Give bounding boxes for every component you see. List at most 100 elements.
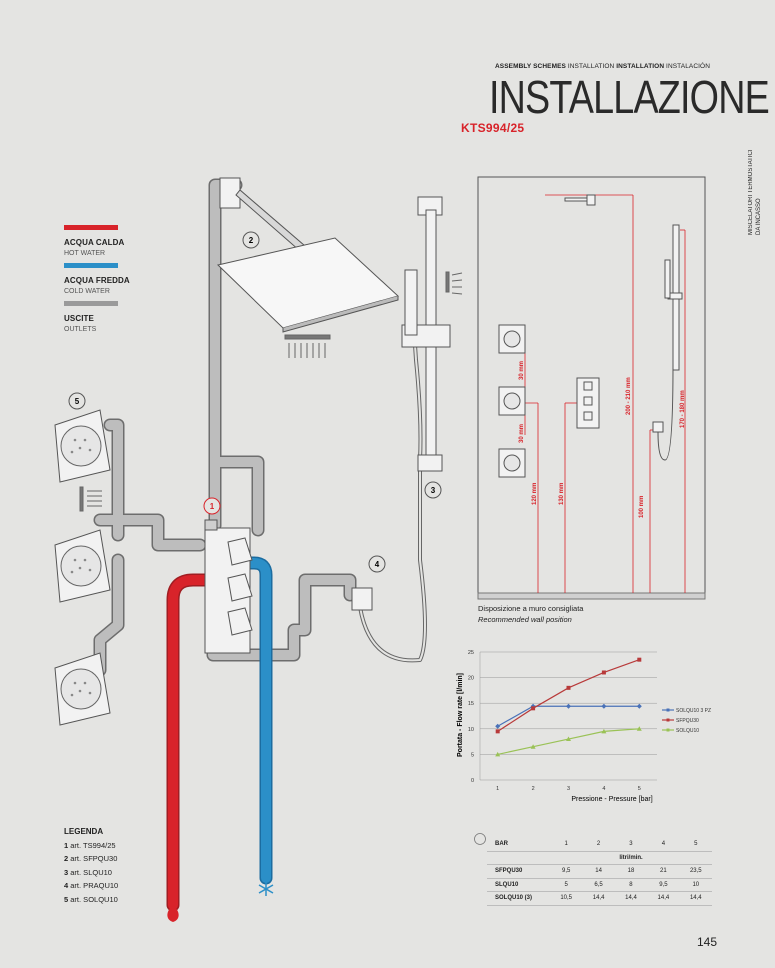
wall-elements xyxy=(498,194,683,478)
legenda-text: art. PRAQU10 xyxy=(70,881,119,890)
dim-30mm-bottom: 30 mm xyxy=(519,424,525,443)
floor xyxy=(477,592,706,600)
tag-2: INSTALLATION xyxy=(565,63,617,70)
legend-cold-subtitle: COLD WATER xyxy=(64,288,110,295)
legenda-item: 1 art. TS994/25 xyxy=(64,839,118,853)
table-header-cell: 1 xyxy=(550,838,583,852)
table-cell: 14,4 xyxy=(614,891,648,906)
legend-cold: ACQUA FREDDA COLD WATER xyxy=(64,263,130,295)
hot-water-swatch xyxy=(64,225,118,230)
legenda-num: 3 xyxy=(64,867,69,877)
thermostatic-mixer xyxy=(204,519,253,654)
hand-shower-icon xyxy=(445,271,463,295)
data-point xyxy=(495,729,500,734)
legend-label: SOLQU10 3 PZ xyxy=(676,708,711,714)
side-label-line1: MISCELATORI TERMOSTATICI xyxy=(748,149,754,235)
side-label-line2: DA INCASSO xyxy=(756,198,762,235)
table-cell: 14,4 xyxy=(679,891,712,906)
legend-hot: ACQUA CALDA HOT WATER xyxy=(64,225,130,257)
x-tick-label: 1 xyxy=(496,786,499,792)
shower-head xyxy=(216,237,399,329)
table-row: SLQU10 5 6,5 8 9,5 10 xyxy=(487,878,712,892)
dim-130mm: 130 mm xyxy=(559,483,565,505)
chart-x-label: Pressione - Pressure [bar] xyxy=(571,796,652,803)
callout-2: 2 xyxy=(249,236,254,245)
x-tick-label: 5 xyxy=(638,786,641,792)
tag-3: INSTALLATION xyxy=(616,63,665,70)
wall-position-diagram: 30 mm 30 mm 120 mm 130 mm 200 - 210 mm 1… xyxy=(477,176,706,600)
data-point xyxy=(601,728,607,734)
data-point xyxy=(495,751,501,757)
side-category-label: MISCELATORI TERMOSTATICI DA INCASSO xyxy=(747,95,769,235)
callout-1: 1 xyxy=(210,502,215,511)
legend-outlets-subtitle: OUTLETS xyxy=(64,326,97,333)
rain-icon xyxy=(284,334,331,358)
callout-5: 5 xyxy=(75,397,80,406)
table-cell: 6,5 xyxy=(582,878,615,892)
legend-label: SOLQU10 xyxy=(676,728,699,734)
header-tags: ASSEMBLY SCHEMES INSTALLATION INSTALLATI… xyxy=(495,63,710,70)
y-tick-label: 10 xyxy=(468,727,474,733)
data-point xyxy=(601,703,607,709)
wall-position-note-en: Recommended wall position xyxy=(478,615,572,624)
tag-4: INSTALACIÓN xyxy=(664,63,711,70)
legenda-num: 5 xyxy=(64,894,69,904)
dim-120mm: 120 mm xyxy=(532,483,538,505)
pipe-legend: ACQUA CALDA HOT WATER ACQUA FREDDA COLD … xyxy=(64,225,130,333)
shower-hose-inner xyxy=(359,299,426,662)
callout-4: 4 xyxy=(375,560,380,569)
table-row-label: SOLQU10 (3) xyxy=(487,891,550,906)
table-cell: 5 xyxy=(550,878,583,892)
legenda-num: 4 xyxy=(64,881,69,890)
x-tick-label: 2 xyxy=(532,786,535,792)
dim-170-180mm: 170 - 180 mm xyxy=(680,390,686,428)
data-point xyxy=(636,703,642,709)
legenda-item: 3 art. SLQU10 xyxy=(64,866,118,880)
series-line xyxy=(497,659,640,732)
legenda-text: art. SLQU10 xyxy=(70,867,112,877)
y-tick-label: 25 xyxy=(468,650,474,656)
table-row-label: SLQU10 xyxy=(487,878,550,892)
flow-table: BAR 1 2 3 4 5 litri/min. SFPQU30 9,5 14 … xyxy=(487,838,712,906)
legend-marker xyxy=(666,728,670,732)
callout-3: 3 xyxy=(431,486,436,495)
legenda-item: 5 art. SOLQU10 xyxy=(64,893,118,907)
data-point xyxy=(566,685,571,690)
data-point xyxy=(601,670,606,675)
legend-label: SFPQU30 xyxy=(676,718,699,724)
table-cell: 10,5 xyxy=(550,891,583,906)
dim-30mm-top: 30 mm xyxy=(519,361,525,380)
table-cell: 23,5 xyxy=(679,864,712,879)
table-header-row: BAR 1 2 3 4 5 xyxy=(487,838,712,852)
y-tick-label: 15 xyxy=(468,701,474,707)
chart-y-label: Portata - Flow rate [l/min] xyxy=(457,673,464,757)
x-tick-label: 3 xyxy=(567,786,570,792)
hot-pipe xyxy=(168,575,210,910)
table-cell: 18 xyxy=(614,864,648,879)
y-tick-label: 20 xyxy=(468,676,474,682)
table-unit-row: litri/min. xyxy=(487,851,712,865)
legend-cold-title: ACQUA FREDDA xyxy=(64,276,130,285)
table-cell: 9,5 xyxy=(550,864,583,879)
table-row-label: SFPQU30 xyxy=(487,864,550,879)
legend-outlets-title: USCITE xyxy=(64,314,94,323)
body-jet-icon xyxy=(79,486,102,512)
dim-100mm: 100 mm xyxy=(639,496,645,518)
table-cell: 14 xyxy=(582,864,615,879)
page-number: 145 xyxy=(697,935,718,949)
rain-shower xyxy=(216,177,399,333)
dimension-lines xyxy=(520,194,686,593)
series-line xyxy=(497,705,640,727)
wall-position-note-it: Disposizione a muro consigliata xyxy=(478,604,584,613)
cold-pipe xyxy=(241,558,271,883)
hot-water-icon xyxy=(167,905,179,922)
table-row: SOLQU10 (3) 10,5 14,4 14,4 14,4 14,4 xyxy=(487,891,712,906)
legenda-text: art. TS994/25 xyxy=(70,840,116,850)
dim-200-210mm: 200 - 210 mm xyxy=(626,377,632,415)
legenda-title: LEGENDA xyxy=(64,827,104,836)
table-unit: litri/min. xyxy=(550,851,712,865)
table-cell: 14,4 xyxy=(647,891,680,906)
